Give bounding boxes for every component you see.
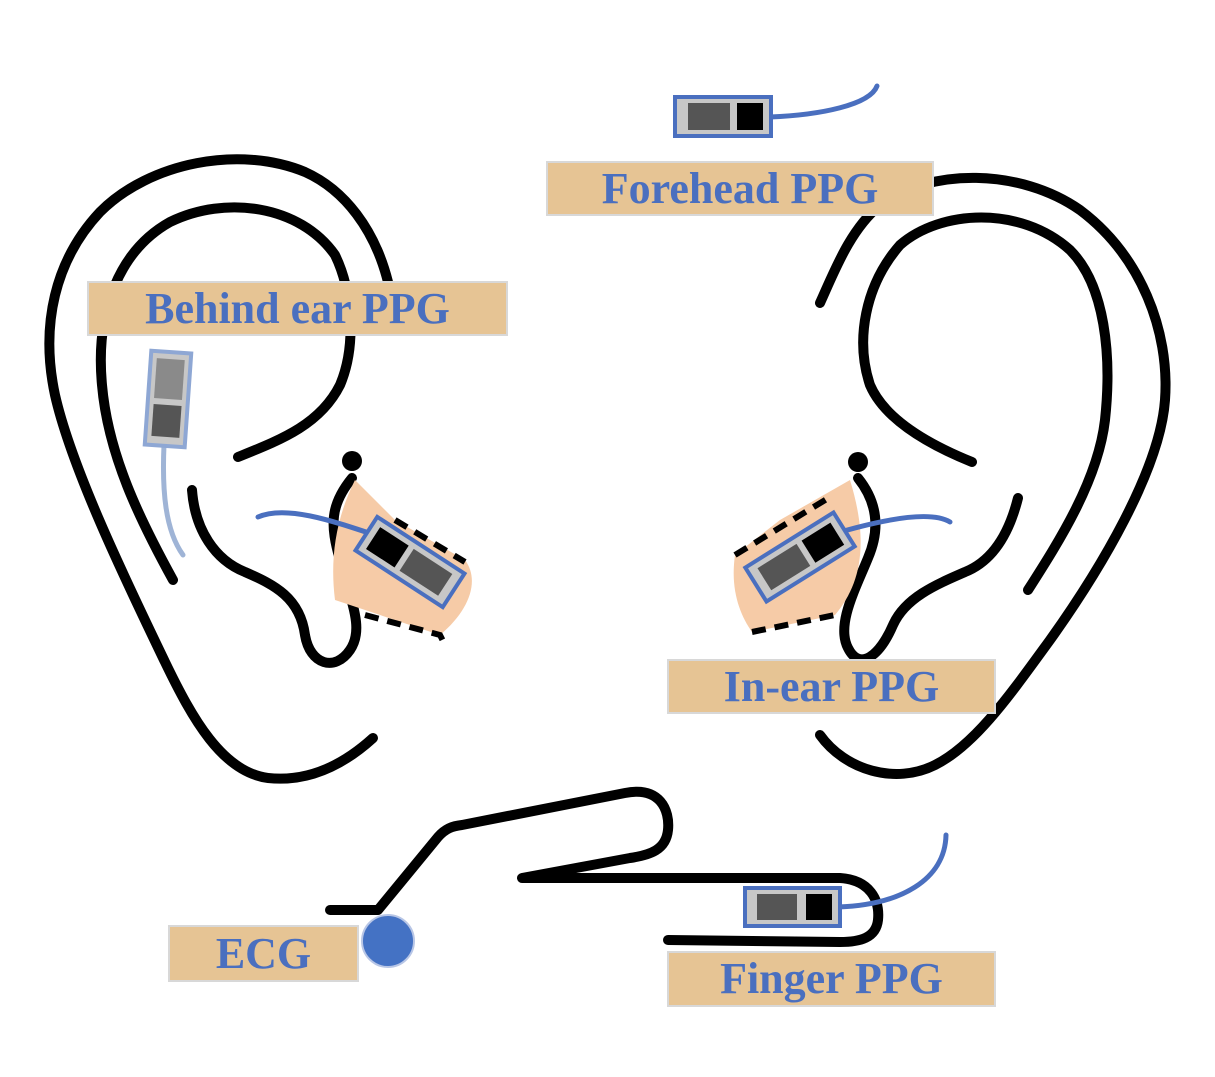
forehead-cable [767, 83, 880, 120]
behind-ear-sensor [142, 348, 194, 450]
left-inear-dashed-top [393, 517, 467, 565]
forehead-ppg-label: Forehead PPG [546, 161, 934, 216]
left-inear-dashed-bottom [364, 612, 448, 647]
finger-sensor [743, 886, 842, 928]
left-ear-tragus [342, 451, 362, 471]
behind-ear-ppg-label: Behind ear PPG [87, 281, 508, 336]
right-ear-tragus [848, 452, 868, 472]
left-ear-antihelix [95, 202, 356, 585]
arm-outline [325, 786, 884, 947]
ecg-label: ECG [168, 925, 359, 982]
left-ear [44, 154, 393, 784]
left-inear-sensor [352, 514, 468, 610]
right-inear-dashed-bottom [751, 612, 836, 635]
ecg-electrode [361, 914, 415, 968]
in-ear-ppg-label: In-ear PPG [667, 659, 996, 714]
right-ear-antihelix [858, 212, 1113, 595]
finger-cable [835, 832, 949, 910]
forehead-sensor [673, 95, 773, 138]
behind-ear-cable [160, 442, 186, 558]
right-inear-dashed-top [733, 494, 832, 558]
right-ear-concha [839, 473, 1023, 665]
left-ear-concha [187, 473, 362, 668]
finger-ppg-label: Finger PPG [667, 951, 996, 1007]
left-ear-helix [44, 154, 393, 784]
right-inear-sensor [742, 509, 858, 605]
left-inear-cable [255, 510, 378, 538]
